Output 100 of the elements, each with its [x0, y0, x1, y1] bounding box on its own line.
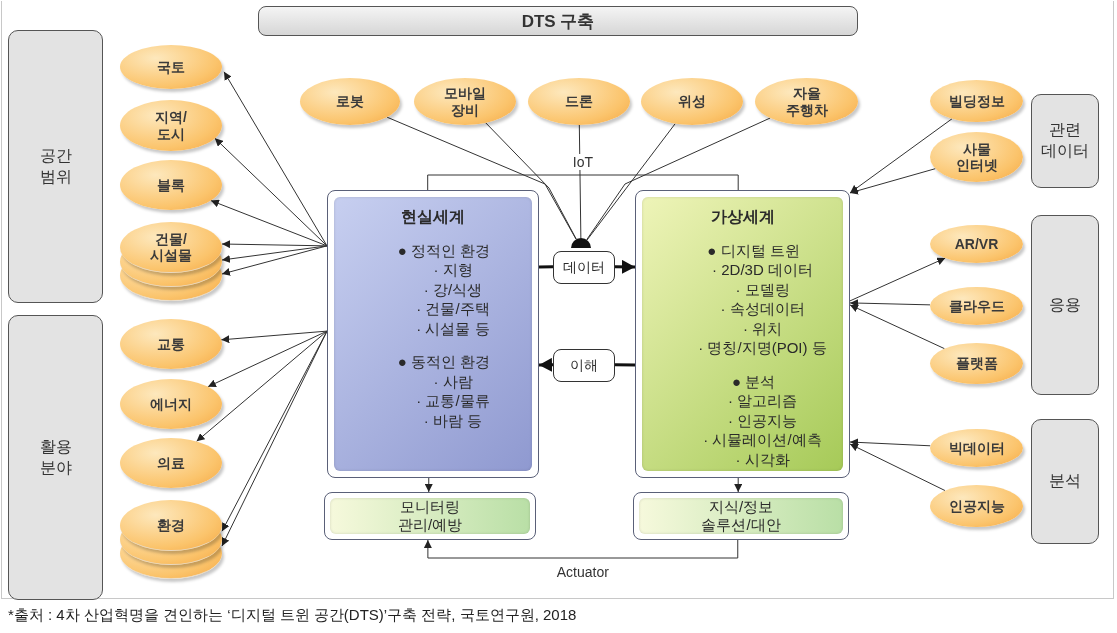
list-item: · 시각화 — [734, 449, 791, 469]
stacked-ellipse — [120, 222, 222, 302]
list-item: ● 분석 — [730, 371, 777, 391]
category-panel — [1031, 215, 1099, 395]
topic-ellipse — [120, 45, 222, 89]
result-label: 모니터링 관리/예방 — [396, 498, 464, 534]
flow-label: 데이터 — [563, 258, 605, 277]
list-item: · 교통/물류 — [415, 391, 491, 411]
category-panel — [1031, 94, 1099, 188]
category-panel — [1031, 419, 1099, 544]
topic-ellipse — [414, 78, 516, 125]
result-box — [633, 492, 849, 540]
panel-heading: 가상세계 — [710, 207, 775, 227]
result-label: 지식/정보 솔루션/대안 — [700, 498, 782, 534]
arrow — [223, 71, 328, 247]
arrow — [734, 477, 743, 493]
topic-ellipse — [930, 287, 1023, 325]
arrow — [221, 245, 328, 276]
topic-ellipse — [300, 78, 400, 125]
arrow — [221, 240, 328, 249]
topic-label: 클라우드 — [948, 297, 1005, 315]
arrow — [849, 443, 946, 492]
list-item: · 사람 — [432, 371, 474, 391]
connector-line — [386, 116, 577, 240]
connector-line — [586, 123, 676, 241]
topic-label: 블록 — [157, 176, 185, 194]
category-label: 관련 데이터 — [1040, 120, 1090, 161]
topic-label: 로봇 — [336, 93, 364, 110]
topic-label: 의료 — [157, 454, 185, 472]
topic-ellipse — [930, 343, 1023, 384]
connector-line — [614, 363, 635, 367]
topic-label: 국토 — [157, 58, 185, 76]
arrow — [849, 118, 953, 194]
topic-label: 드론 — [565, 93, 593, 110]
topic-label: 인공지능 — [948, 497, 1005, 515]
source-caption: *출처 : 4차 산업혁명을 견인하는 ‘디지털 트윈 공간(DTS)’구축 전략, 국토연구원, 2018 — [8, 606, 577, 625]
topic-label: 빌딩정보 — [948, 92, 1005, 110]
topic-label: 건물/ 시설물 — [149, 230, 193, 264]
list-item: ● 디지털 트윈 — [706, 240, 801, 260]
arrow — [849, 299, 931, 308]
topic-label: 사물 인터넷 — [954, 140, 999, 174]
topic-label: 자율 주행차 — [784, 85, 829, 118]
topic-ellipse — [120, 160, 222, 210]
topic-label: 교통 — [157, 335, 185, 353]
arrow — [849, 438, 931, 447]
arrow — [423, 539, 739, 559]
arrow — [849, 168, 936, 195]
category-panel — [8, 30, 103, 303]
topic-ellipse — [120, 100, 222, 151]
arrow — [214, 137, 328, 247]
list-item: · 알고리즘 — [726, 391, 799, 411]
list-item: · 지형 — [432, 260, 474, 280]
topic-label: 모바일 장비 — [443, 85, 487, 118]
topic-ellipse — [120, 319, 222, 369]
topic-ellipse — [120, 379, 222, 429]
panel-heading: 현실세계 — [401, 207, 465, 227]
connector-line — [578, 124, 582, 239]
arrow — [210, 199, 328, 247]
arrow — [538, 357, 554, 372]
connector-line — [586, 117, 771, 241]
list-item: · 명칭/지명(POI) 등 — [697, 338, 828, 358]
topic-label: 에너지 — [150, 395, 192, 413]
list-item: · 속성데이터 — [719, 299, 806, 319]
flow-label: 이해 — [570, 356, 598, 375]
topic-ellipse — [930, 429, 1023, 467]
arrow — [849, 257, 946, 302]
topic-label: 플랫폼 — [955, 355, 998, 372]
stacked-ellipse — [120, 500, 222, 580]
list-item: ● 동적인 환경 — [396, 352, 492, 372]
arrow — [220, 330, 328, 344]
arrow — [207, 330, 328, 388]
list-item: · 건물/주택 — [415, 299, 491, 319]
category-label: 공간 범위 — [38, 145, 73, 187]
flow-label-box — [553, 251, 615, 284]
category-label: 분석 — [1049, 471, 1081, 491]
arrow — [615, 259, 635, 274]
category-label: 활용 분야 — [38, 436, 73, 478]
topic-ellipse — [930, 132, 1023, 182]
list-item: ● 정적인 환경 — [396, 240, 492, 260]
connector-line — [427, 174, 739, 191]
topic-label: 빅데이터 — [948, 439, 1005, 457]
topic-ellipse — [930, 225, 1023, 263]
topic-ellipse — [930, 80, 1023, 122]
topic-ellipse — [528, 78, 630, 125]
title-banner: DTS 구축 — [258, 6, 858, 36]
list-item: · 시설물 등 — [415, 318, 491, 338]
world-panel — [635, 190, 850, 478]
world-panel — [327, 190, 539, 478]
list-item: · 바람 등 — [422, 410, 484, 430]
list-item: · 시뮬레이션/예측 — [702, 430, 823, 450]
connector-line — [539, 265, 553, 269]
category-panel — [8, 315, 103, 600]
topic-ellipse — [755, 78, 858, 125]
topic-ellipse — [120, 438, 222, 488]
list-item: · 모델링 — [734, 279, 791, 299]
topic-label: 환경 — [157, 516, 185, 534]
list-item: · 인공지능 — [726, 410, 799, 430]
arrow — [196, 330, 328, 442]
topic-label: 지역/ 도시 — [154, 109, 188, 142]
flow-label-box — [553, 349, 615, 382]
